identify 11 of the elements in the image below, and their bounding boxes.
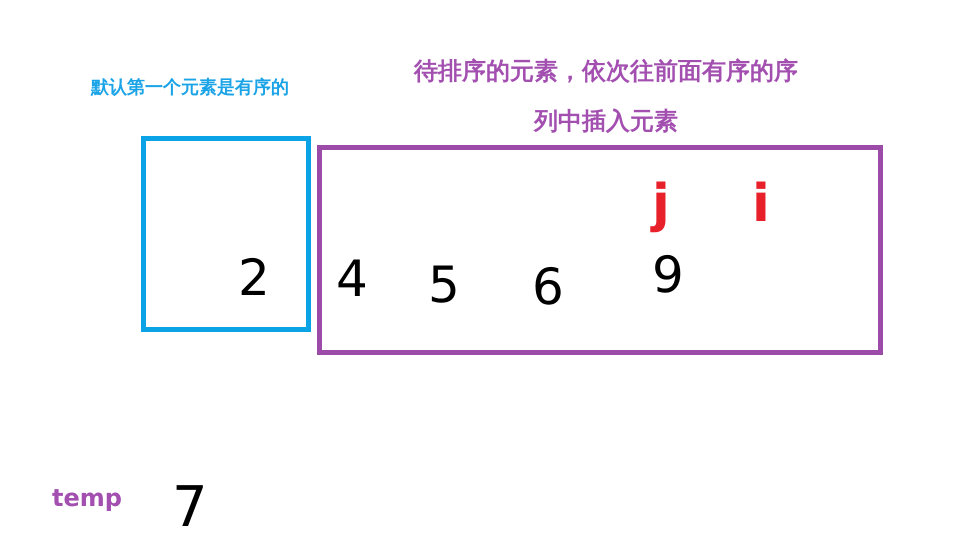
pointer-letter: i: [752, 178, 770, 230]
number-text: 5: [428, 260, 460, 310]
number-text: 6: [532, 262, 564, 312]
number-text: 4: [336, 254, 368, 304]
number-text: 2: [238, 253, 270, 303]
pointer-letter: j: [652, 178, 670, 230]
box-heading: 默认第一个元素是有序的: [91, 79, 289, 97]
variable-name: temp: [52, 486, 122, 510]
box-heading: 待排序的元素，依次往前面有序的序列中插入元素: [412, 56, 799, 138]
number-text: 7: [172, 480, 208, 536]
number-text: 9: [652, 250, 684, 300]
